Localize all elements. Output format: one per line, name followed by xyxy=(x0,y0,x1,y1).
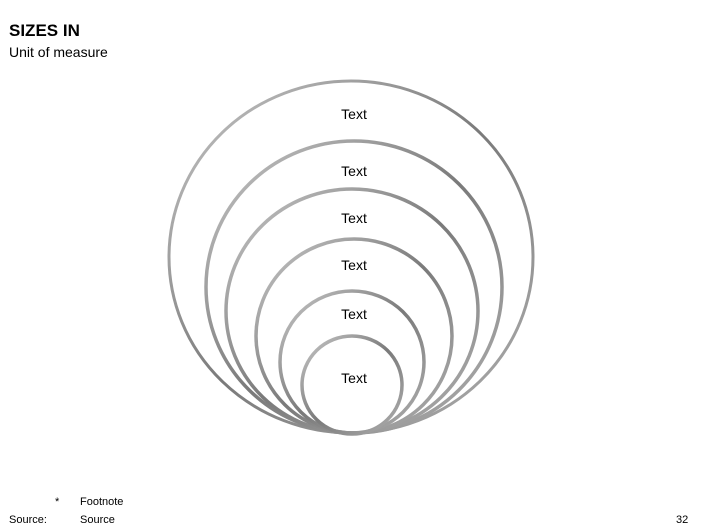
circle-label-5: Text xyxy=(341,306,367,322)
slide-subtitle: Unit of measure xyxy=(9,44,108,60)
footnote-text: Footnote xyxy=(80,496,124,508)
slide-title: SIZES IN xyxy=(9,21,80,40)
source-text: Source xyxy=(80,514,115,526)
circle-label-4: Text xyxy=(341,257,367,273)
circle-2 xyxy=(204,139,504,435)
page-number: 32 xyxy=(676,514,689,526)
circle-label-1: Text xyxy=(341,106,367,122)
circle-label-3: Text xyxy=(341,210,367,226)
source-label: Source: xyxy=(9,514,47,526)
footnote-marker: * xyxy=(55,496,60,508)
circle-label-6: Text xyxy=(341,370,367,386)
circle-6 xyxy=(300,334,404,436)
circle-label-2: Text xyxy=(341,163,367,179)
